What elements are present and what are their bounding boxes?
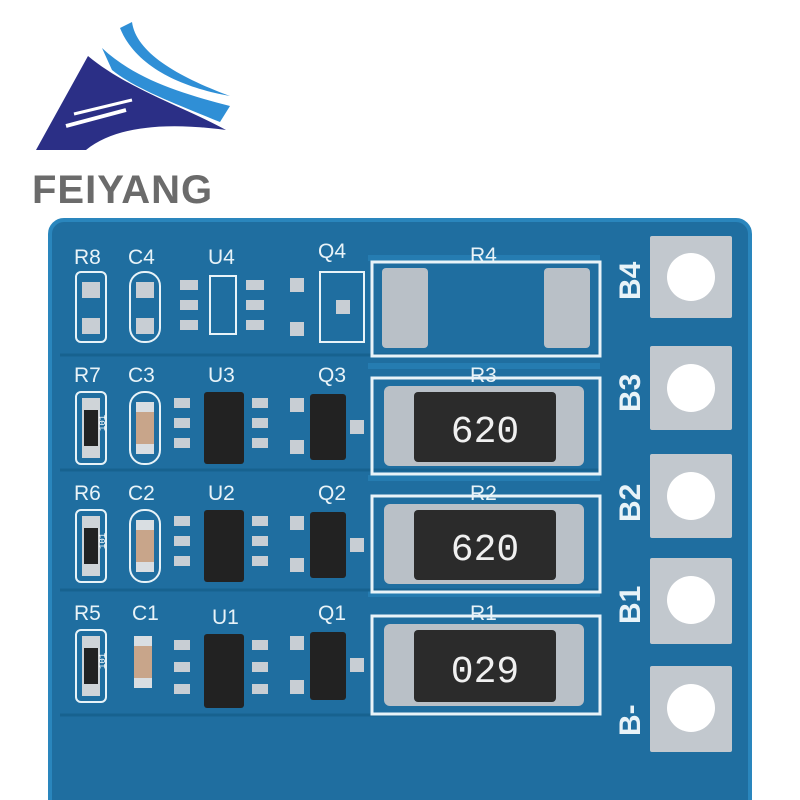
brand-logo: FEIYANG bbox=[16, 18, 246, 212]
label-b-minus: B- bbox=[614, 704, 647, 736]
row-2: R6 C2 U2 Q2 R2 101 620 bbox=[74, 482, 602, 594]
label-r1: R1 bbox=[470, 602, 497, 625]
row-1: R5 C1 U1 Q1 R1 101 029 bbox=[74, 602, 602, 716]
label-u2: U2 bbox=[208, 482, 235, 505]
label-b2: B2 bbox=[614, 484, 647, 522]
code-r7: 101 bbox=[98, 415, 108, 431]
label-q4: Q4 bbox=[318, 240, 346, 263]
label-q2: Q2 bbox=[318, 482, 346, 505]
code-r2: 620 bbox=[451, 529, 519, 572]
label-u1: U1 bbox=[212, 606, 239, 629]
label-r2: R2 bbox=[470, 482, 497, 505]
code-r6: 101 bbox=[98, 533, 108, 549]
wave-logo-icon bbox=[36, 22, 230, 150]
code-r5: 101 bbox=[98, 653, 108, 669]
label-u4: U4 bbox=[208, 246, 235, 269]
row-3: R7 C3 U3 Q3 R3 101 620 bbox=[74, 364, 602, 476]
label-c3: C3 bbox=[128, 364, 155, 387]
label-r4: R4 bbox=[470, 244, 497, 267]
label-r8: R8 bbox=[74, 246, 101, 269]
terminals: B4 B3 B2 B1 B- bbox=[614, 236, 732, 752]
label-u3: U3 bbox=[208, 364, 235, 387]
row-4: R8 C4 U4 Q4 R4 bbox=[74, 240, 602, 358]
label-r3: R3 bbox=[470, 364, 497, 387]
label-q3: Q3 bbox=[318, 364, 346, 387]
label-b1: B1 bbox=[614, 586, 647, 624]
code-r1: 029 bbox=[451, 651, 519, 694]
label-c4: C4 bbox=[128, 246, 155, 269]
label-c1: C1 bbox=[132, 602, 159, 625]
label-b3: B3 bbox=[614, 374, 647, 412]
label-r6: R6 bbox=[74, 482, 101, 505]
label-b4: B4 bbox=[614, 261, 647, 300]
code-r3: 620 bbox=[451, 411, 519, 454]
label-q1: Q1 bbox=[318, 602, 346, 625]
label-c2: C2 bbox=[128, 482, 155, 505]
label-r5: R5 bbox=[74, 602, 101, 625]
brand-name: FEIYANG bbox=[32, 168, 214, 212]
label-r7: R7 bbox=[74, 364, 101, 387]
